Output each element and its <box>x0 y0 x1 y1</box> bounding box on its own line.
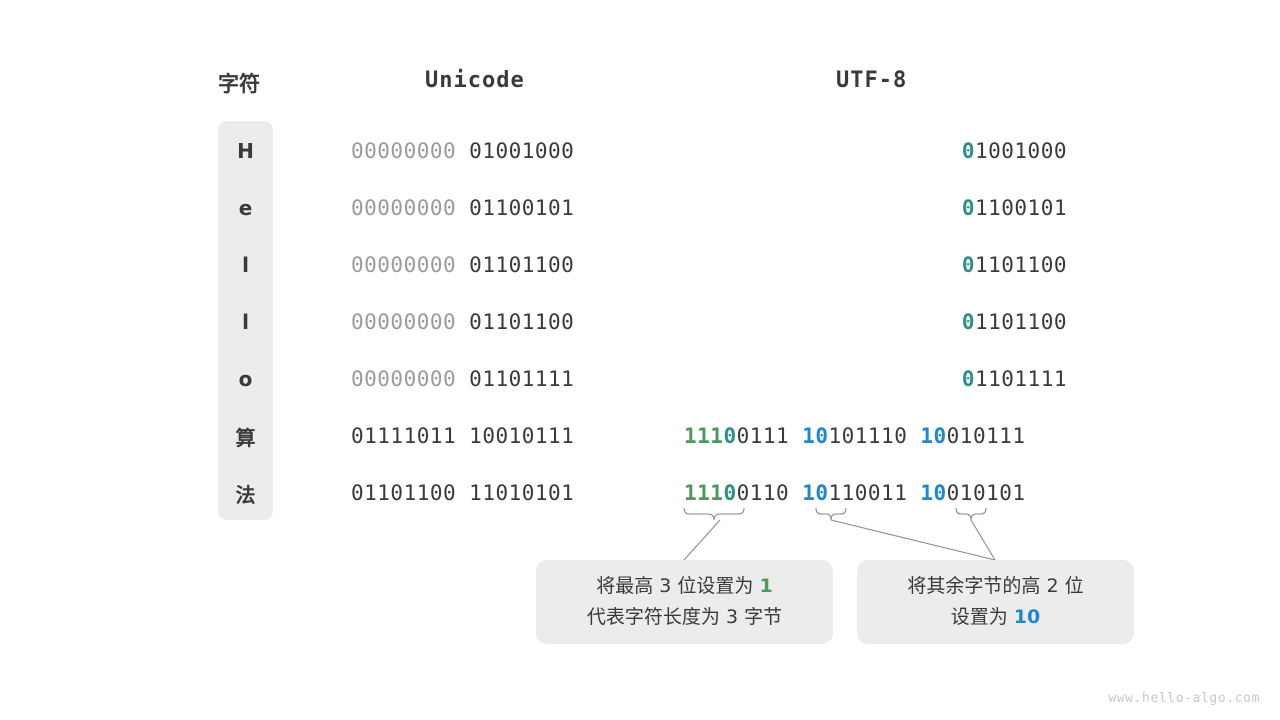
character-cell: e <box>238 196 253 220</box>
header-utf8: UTF-8 <box>836 68 908 93</box>
utf8-byte: 01101100 <box>962 253 1067 277</box>
unicode-byte: 01101100 <box>469 310 575 334</box>
annotation-left-line1-text: 将最高 3 位设置为 <box>596 575 760 597</box>
annotation-box-leading-bits: 将最高 3 位设置为 1 代表字符长度为 3 字节 <box>536 560 833 644</box>
utf8-prefix-bits: 0 <box>961 139 975 163</box>
annotation-box-continuation-bits: 将其余字节的高 2 位 设置为 10 <box>857 560 1134 644</box>
utf8-payload-bits: 0111 <box>736 424 790 448</box>
utf8-prefix-bits: 0 <box>961 253 975 277</box>
annotation-left-line1-emphasis: 1 <box>759 575 773 597</box>
annotation-right-line2-emphasis: 10 <box>1013 606 1041 628</box>
character-cell: H <box>237 139 254 163</box>
utf8-payload-bits: 1001000 <box>974 139 1067 163</box>
unicode-byte: 01101100 <box>469 253 575 277</box>
unicode-bits: 00000000 01101111 <box>351 359 574 399</box>
header-character: 字符 <box>218 72 260 96</box>
utf8-prefix-bits: 10 <box>802 424 829 448</box>
utf8-prefix-bits: 0 <box>961 367 975 391</box>
character-cell: l <box>242 310 249 334</box>
unicode-byte: 01001000 <box>469 139 575 163</box>
annotation-right-line2-text: 设置为 <box>950 606 1014 628</box>
utf8-byte: 10010111 <box>920 424 1025 448</box>
unicode-byte: 00000000 <box>351 139 457 163</box>
utf8-payload-bits: 010101 <box>946 481 1026 505</box>
unicode-byte: 00000000 <box>351 367 457 391</box>
character-cell: 法 <box>235 482 256 507</box>
character-column-panel <box>218 121 273 520</box>
utf8-prefix-terminator-bit: 0 <box>723 424 737 448</box>
utf8-byte: 11100110 <box>684 481 789 505</box>
utf8-byte: 01001000 <box>962 139 1067 163</box>
annotation-left-line1: 将最高 3 位设置为 1 <box>596 571 772 602</box>
unicode-byte: 10010111 <box>469 424 575 448</box>
utf8-payload-bits: 0110 <box>736 481 790 505</box>
character-cell: l <box>242 253 249 277</box>
unicode-bits: 01101100 11010101 <box>351 473 574 513</box>
utf8-byte: 11100111 <box>684 424 789 448</box>
unicode-bits: 00000000 01101100 <box>351 302 574 342</box>
unicode-bits: 01111011 10010111 <box>351 416 574 456</box>
unicode-byte: 01101111 <box>469 367 575 391</box>
utf8-bits: 01100101 <box>962 188 1067 228</box>
watermark: www.hello-algo.com <box>1108 691 1260 706</box>
utf8-byte: 10010101 <box>920 481 1025 505</box>
annotation-left-line2: 代表字符长度为 3 字节 <box>586 606 783 628</box>
utf8-payload-bits: 1101100 <box>974 253 1067 277</box>
utf8-bits: 01101100 <box>962 302 1067 342</box>
utf8-byte: 01101111 <box>962 367 1067 391</box>
unicode-bits: 00000000 01100101 <box>351 188 574 228</box>
utf8-prefix-bits: 10 <box>920 424 947 448</box>
utf8-prefix-bits: 0 <box>961 310 975 334</box>
utf8-prefix-terminator-bit: 0 <box>723 481 737 505</box>
utf8-payload-bits: 1101111 <box>974 367 1067 391</box>
unicode-byte: 01100101 <box>469 196 575 220</box>
header-unicode: Unicode <box>425 68 525 93</box>
utf8-payload-bits: 110011 <box>828 481 908 505</box>
unicode-byte: 01101100 <box>351 481 457 505</box>
utf8-prefix-bits: 111 <box>684 424 724 448</box>
utf8-prefix-bits: 111 <box>684 481 724 505</box>
utf8-prefix-bits: 10 <box>920 481 947 505</box>
utf8-bits: 01001000 <box>962 131 1067 171</box>
unicode-bits: 00000000 01001000 <box>351 131 574 171</box>
unicode-byte: 11010101 <box>469 481 575 505</box>
unicode-byte: 00000000 <box>351 310 457 334</box>
utf8-prefix-bits: 10 <box>802 481 829 505</box>
utf8-payload-bits: 1101100 <box>974 310 1067 334</box>
utf8-byte: 01100101 <box>962 196 1067 220</box>
unicode-bits: 00000000 01101100 <box>351 245 574 285</box>
utf8-prefix-bits: 0 <box>961 196 975 220</box>
utf8-byte: 01101100 <box>962 310 1067 334</box>
utf8-byte: 10110011 <box>802 481 907 505</box>
annotation-right-line1: 将其余字节的高 2 位 <box>907 575 1084 597</box>
utf8-byte: 10101110 <box>802 424 907 448</box>
character-cell: o <box>238 367 253 391</box>
annotation-right-line2: 设置为 10 <box>951 602 1041 633</box>
utf8-payload-bits: 1100101 <box>974 196 1067 220</box>
unicode-byte: 00000000 <box>351 253 457 277</box>
utf8-payload-bits: 101110 <box>828 424 908 448</box>
utf8-bits: 01101111 <box>962 359 1067 399</box>
unicode-byte: 01111011 <box>351 424 457 448</box>
character-cell: 算 <box>235 425 256 450</box>
unicode-byte: 00000000 <box>351 196 457 220</box>
utf8-payload-bits: 010111 <box>946 424 1026 448</box>
utf8-bits: 01101100 <box>962 245 1067 285</box>
